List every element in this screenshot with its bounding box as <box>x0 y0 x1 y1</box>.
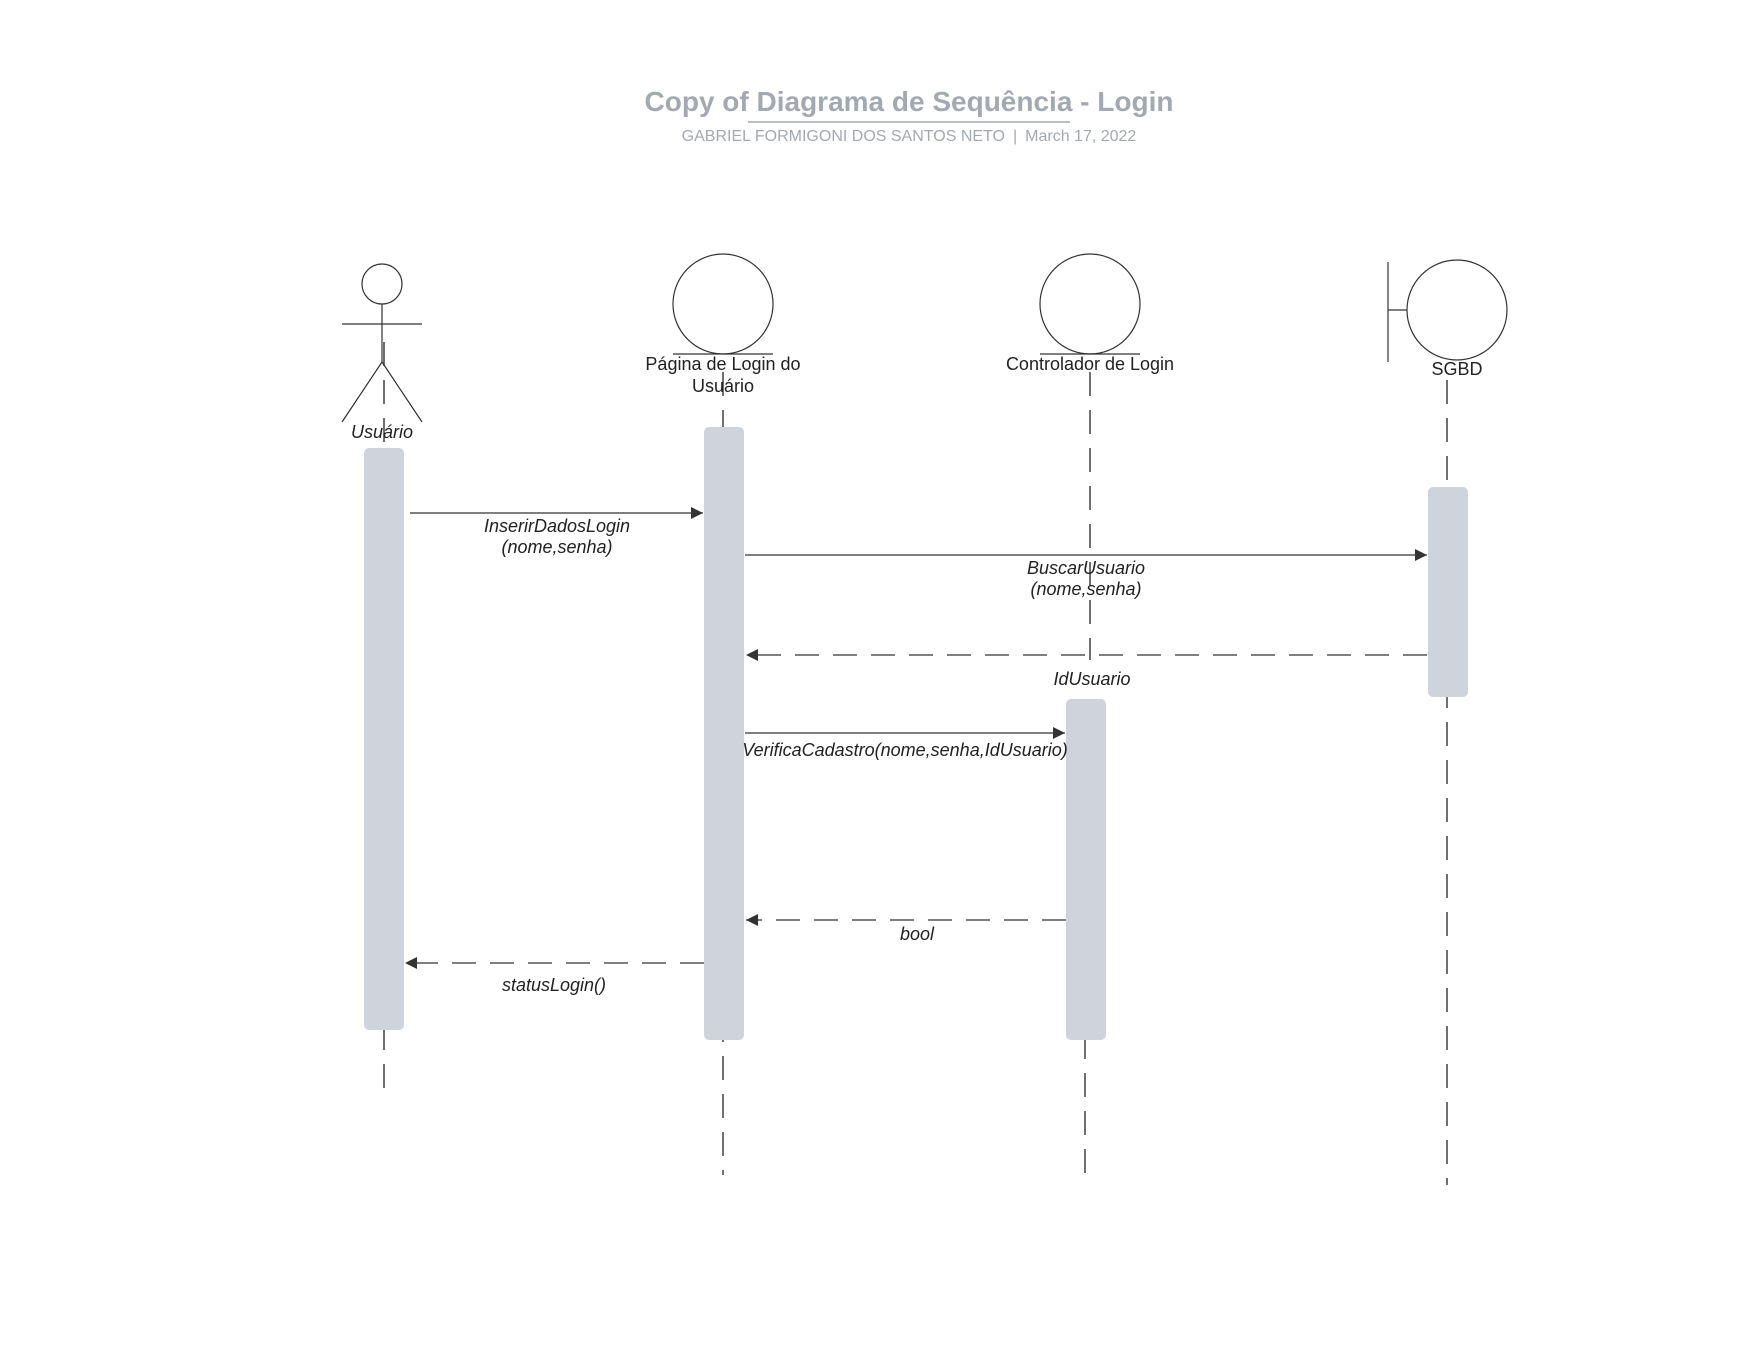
participant-page-label-line1: Página de Login do <box>645 354 800 374</box>
activation-bars <box>364 427 1468 1040</box>
message-idusuario-label: IdUsuario <box>1053 669 1130 689</box>
message-bool-label: bool <box>900 924 935 944</box>
message-inserir-label-line2: (nome,senha) <box>501 537 612 557</box>
entity-page-icon <box>672 253 774 355</box>
participant-user-label: Usuário <box>351 422 413 442</box>
activation-page <box>704 427 744 1040</box>
message-status-label: statusLogin() <box>502 975 606 995</box>
participant-page-label-line2: Usuário <box>692 376 754 396</box>
author-name: GABRIEL FORMIGONI DOS SANTOS NETO <box>681 128 1005 145</box>
activation-controller <box>1066 699 1106 1040</box>
message-verifica-label: VerificaCadastro(nome,senha,IdUsuario) <box>742 740 1068 760</box>
entity-controller-icon <box>1039 253 1141 355</box>
participant-sgbd-label: SGBD <box>1431 359 1482 379</box>
document-title: Copy of Diagrama de Sequência - Login <box>644 86 1174 117</box>
lifelines <box>383 342 1448 1185</box>
subtitle-separator: | <box>1012 128 1018 145</box>
message-buscar-label-line2: (nome,senha) <box>1030 579 1141 599</box>
message-inserir-label-line1: InserirDadosLogin <box>484 516 630 536</box>
activation-user <box>364 448 404 1030</box>
boundary-sgbd-icon <box>1387 259 1508 362</box>
message-buscar-label-line1: BuscarUsuario <box>1027 558 1145 578</box>
actor-user-icon <box>341 263 423 423</box>
participant-controller-label: Controlador de Login <box>1006 354 1174 374</box>
document-subtitle: GABRIEL FORMIGONI DOS SANTOS NETO | March … <box>0 128 1760 146</box>
activation-sgbd <box>1428 487 1468 697</box>
document-date: March 17, 2022 <box>1025 128 1137 145</box>
